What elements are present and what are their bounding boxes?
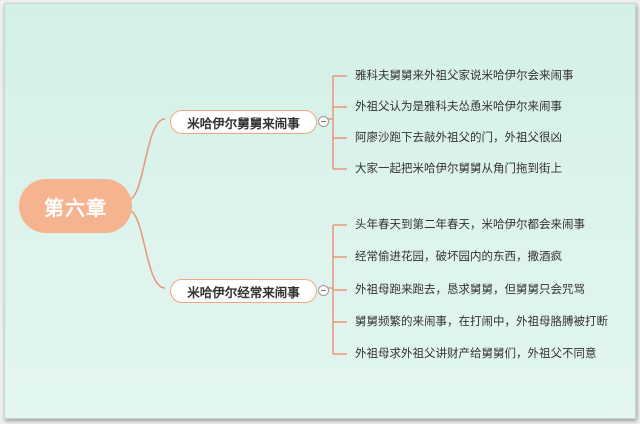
leaf-node[interactable]: 雅科夫舅舅来外祖父家说米哈伊尔会来闹事 bbox=[355, 68, 574, 82]
collapse-toggle-icon[interactable] bbox=[318, 285, 329, 296]
connector-root-branch1 bbox=[127, 118, 166, 201]
mindmap-canvas: 第六章 米哈伊尔舅舅来闹事 米哈伊尔经常来闹事 雅科夫舅舅来外祖父家说米哈伊尔会… bbox=[4, 3, 636, 419]
branch-node-label: 米哈伊尔经常来闹事 bbox=[187, 284, 300, 300]
root-node[interactable]: 第六章 bbox=[19, 179, 132, 233]
leaf-node[interactable]: 外祖父认为是雅科夫怂恿米哈伊尔来闹事 bbox=[355, 99, 562, 113]
collapse-toggle-icon[interactable] bbox=[318, 116, 329, 127]
branch-node-1[interactable]: 米哈伊尔舅舅来闹事 bbox=[170, 110, 317, 134]
leaf-node[interactable]: 大家一起把米哈伊尔舅舅从角门拖到街上 bbox=[355, 161, 562, 175]
connector-root-branch2 bbox=[127, 209, 166, 289]
leaf-node[interactable]: 阿廖沙跑下去敲外祖父的门，外祖父很凶 bbox=[355, 130, 562, 144]
leaf-node[interactable]: 头年春天到第二年春天，米哈伊尔都会来闹事 bbox=[355, 217, 585, 231]
leaf-node[interactable]: 经常偷进花园，破坏园内的东西，撒酒疯 bbox=[355, 249, 562, 263]
branch-node-label: 米哈伊尔舅舅来闹事 bbox=[187, 115, 300, 131]
root-node-label: 第六章 bbox=[44, 195, 107, 220]
leaf-node[interactable]: 外祖母跑来跑去，恳求舅舅，但舅舅只会咒骂 bbox=[355, 282, 585, 296]
leaf-node[interactable]: 外祖母求外祖父讲财产给舅舅们，外祖父不同意 bbox=[355, 346, 597, 360]
branch-node-2[interactable]: 米哈伊尔经常来闹事 bbox=[170, 279, 317, 303]
leaf-node[interactable]: 舅舅频繁的来闹事，在打闹中，外祖母胳膊被打断 bbox=[355, 314, 608, 328]
connector-lines bbox=[127, 75, 347, 355]
